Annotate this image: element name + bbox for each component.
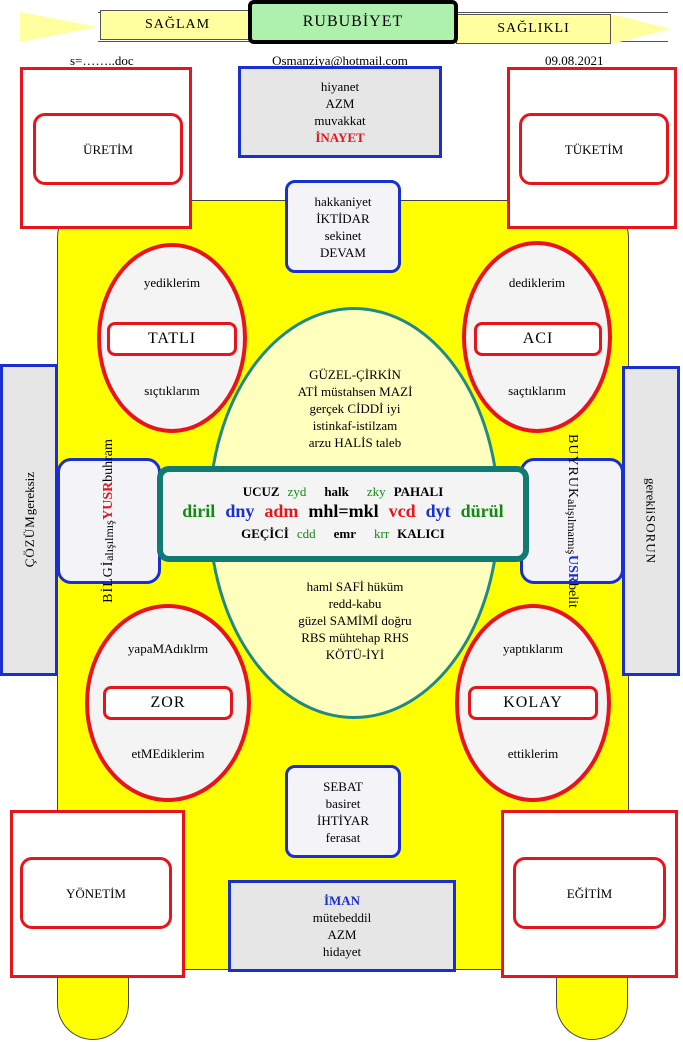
oval-lower-line: RBS mühtehap RHS (301, 630, 409, 645)
oval-lower-line: KÖTÜ-İYİ (325, 647, 385, 662)
aci-top: dediklerim (508, 275, 566, 290)
row3-krr: krr (373, 525, 390, 541)
upper-mid-box: hakkaniyet İKTİDAR sekinet DEVAM (285, 180, 401, 273)
left-panel-line1: BİLGİ (101, 560, 116, 603)
bottom-box-highlight: İMAN (323, 893, 361, 908)
kolay-bottom: ettiklerim (507, 746, 559, 761)
zor-top: yapaMAdıklrm (127, 641, 209, 656)
oval-lower-line: haml SAFİ hüküm (306, 579, 404, 594)
right-panel-line1: BUYRUK (565, 434, 580, 500)
header-right-label: SAĞLIKLI (456, 14, 611, 44)
far-left-line2: gereksiz (21, 472, 37, 516)
bottom-box-line: mütebeddil (312, 910, 372, 925)
aci-bottom: saçtıklarım (508, 383, 566, 398)
lower-mid-line: ferasat (325, 829, 361, 845)
row2-dny: dny (225, 500, 255, 521)
left-panel-line2: alışılmış (102, 519, 116, 561)
lower-mid-line: SEBAT (323, 778, 363, 794)
row2-diril: diril (182, 500, 216, 521)
oval-upper-line: arzu HALİS taleb (308, 435, 402, 450)
row1-zky: zky (366, 483, 386, 499)
tatli-bottom: sıçtıklarım (144, 383, 200, 398)
oval-lower-line: güzel SAMİMİ doğru (298, 613, 412, 628)
row1-ucuz: UCUZ (242, 483, 280, 499)
center-oval-lower: haml SAFİ hüküm redd-kabu güzel SAMİMİ d… (230, 578, 480, 663)
row3-gecici: GEÇİCİ (241, 525, 289, 541)
egitim-label: EĞİTİM (513, 857, 666, 929)
yonetim-label: YÖNETİM (20, 857, 172, 929)
header-right-arrow (611, 14, 671, 44)
header-left-label: SAĞLAM (100, 10, 255, 40)
far-right-panel (622, 366, 680, 676)
bottom-box: İMAN mütebeddil AZM hidayet (228, 880, 456, 972)
lower-mid-line: İHTİYAR (317, 812, 369, 828)
kolay-label: KOLAY (468, 686, 598, 720)
oval-upper-line: gerçek CİDDİ iyi (309, 401, 401, 416)
left-panel-line3: buhram (101, 439, 116, 482)
left-panel (57, 458, 161, 584)
tatli-label: TATLI (107, 322, 237, 356)
center-box (157, 466, 529, 562)
lower-mid-box: SEBAT basiret İHTİYAR ferasat (285, 765, 401, 858)
oval-upper-line: ATİ müstahsen MAZİ (297, 384, 413, 399)
right-panel-text: BUYRUK alışılmamış USR belit (520, 434, 624, 607)
zor-bottom: etMEdiklerim (131, 746, 205, 761)
left-panel-text: BİLGİ alışılmış YUSR buhram (57, 439, 161, 603)
row2-vcd: vcd (388, 500, 416, 521)
far-right-text: gerekli SORUN (622, 366, 680, 676)
center-row-1: UCUZ zyd halk zky PAHALI (160, 482, 526, 500)
lower-mid-line: basiret (325, 795, 361, 811)
center-oval-upper: GÜZEL-ÇİRKİN ATİ müstahsen MAZİ gerçek C… (230, 366, 480, 451)
uretim-label: ÜRETİM (33, 113, 183, 185)
right-panel-line3: belit (565, 582, 580, 608)
oval-upper-line: GÜZEL-ÇİRKİN (309, 367, 401, 382)
date-label: 09.08.2021 (545, 53, 604, 68)
kolay-top: yaptıklarım (503, 641, 563, 656)
page-title: RUBUBİYET (248, 0, 458, 44)
upper-mid-line: sekinet (324, 227, 362, 243)
top-box-highlight: İNAYET (315, 130, 365, 145)
zor-label: ZOR (103, 686, 233, 720)
far-left-panel (0, 364, 58, 676)
row3-cdd: cdd (296, 525, 316, 541)
top-box-line: AZM (325, 96, 355, 111)
row1-zyd: zyd (287, 483, 307, 499)
top-box-line: muvakkat (314, 113, 366, 128)
email-label: Osmanziya@hotmail.com (272, 53, 408, 68)
right-panel-line2: alışılmamış (565, 499, 579, 555)
center-row-2: diril dny adm mhl=mkl vcd dyt dürül (160, 500, 526, 522)
row2-durul: dürül (460, 500, 504, 521)
far-right-line1: gerekli (643, 478, 659, 515)
row3-emr: emr (333, 525, 356, 541)
far-left-line1: ÇÖZÜM (21, 515, 37, 568)
upper-mid-line: hakkaniyet (314, 193, 372, 209)
oval-lower-line: redd-kabu (328, 596, 382, 611)
top-box: hiyanet AZM muvakkat İNAYET (238, 66, 442, 158)
tuketim-label: TÜKETİM (519, 113, 669, 185)
aci-label: ACI (474, 322, 602, 356)
far-left-text: ÇÖZÜM gereksiz (0, 364, 58, 676)
oval-upper-line: istinkaf-istilzam (312, 418, 398, 433)
doc-label: s=……..doc (70, 53, 134, 68)
bottom-box-line: AZM (327, 927, 357, 942)
row3-kalici: KALICI (397, 525, 445, 541)
center-row-3: GEÇİCİ cdd emr krr KALICI (160, 524, 526, 542)
right-panel-highlight: USR (565, 554, 580, 583)
left-panel-highlight: YUSR (101, 481, 116, 520)
row2-dyt: dyt (425, 500, 451, 521)
top-box-line: hiyanet (320, 79, 360, 94)
row2-adm: adm (264, 500, 299, 521)
upper-mid-line: DEVAM (320, 244, 366, 260)
row1-pahali: PAHALI (393, 483, 444, 499)
upper-mid-line: İKTİDAR (316, 210, 370, 226)
row1-halk: halk (324, 483, 349, 499)
tatli-top: yediklerim (143, 275, 201, 290)
row2-mhl: mhl=mkl (308, 500, 379, 521)
far-right-line2: SORUN (643, 514, 659, 564)
bottom-box-line: hidayet (322, 944, 362, 959)
